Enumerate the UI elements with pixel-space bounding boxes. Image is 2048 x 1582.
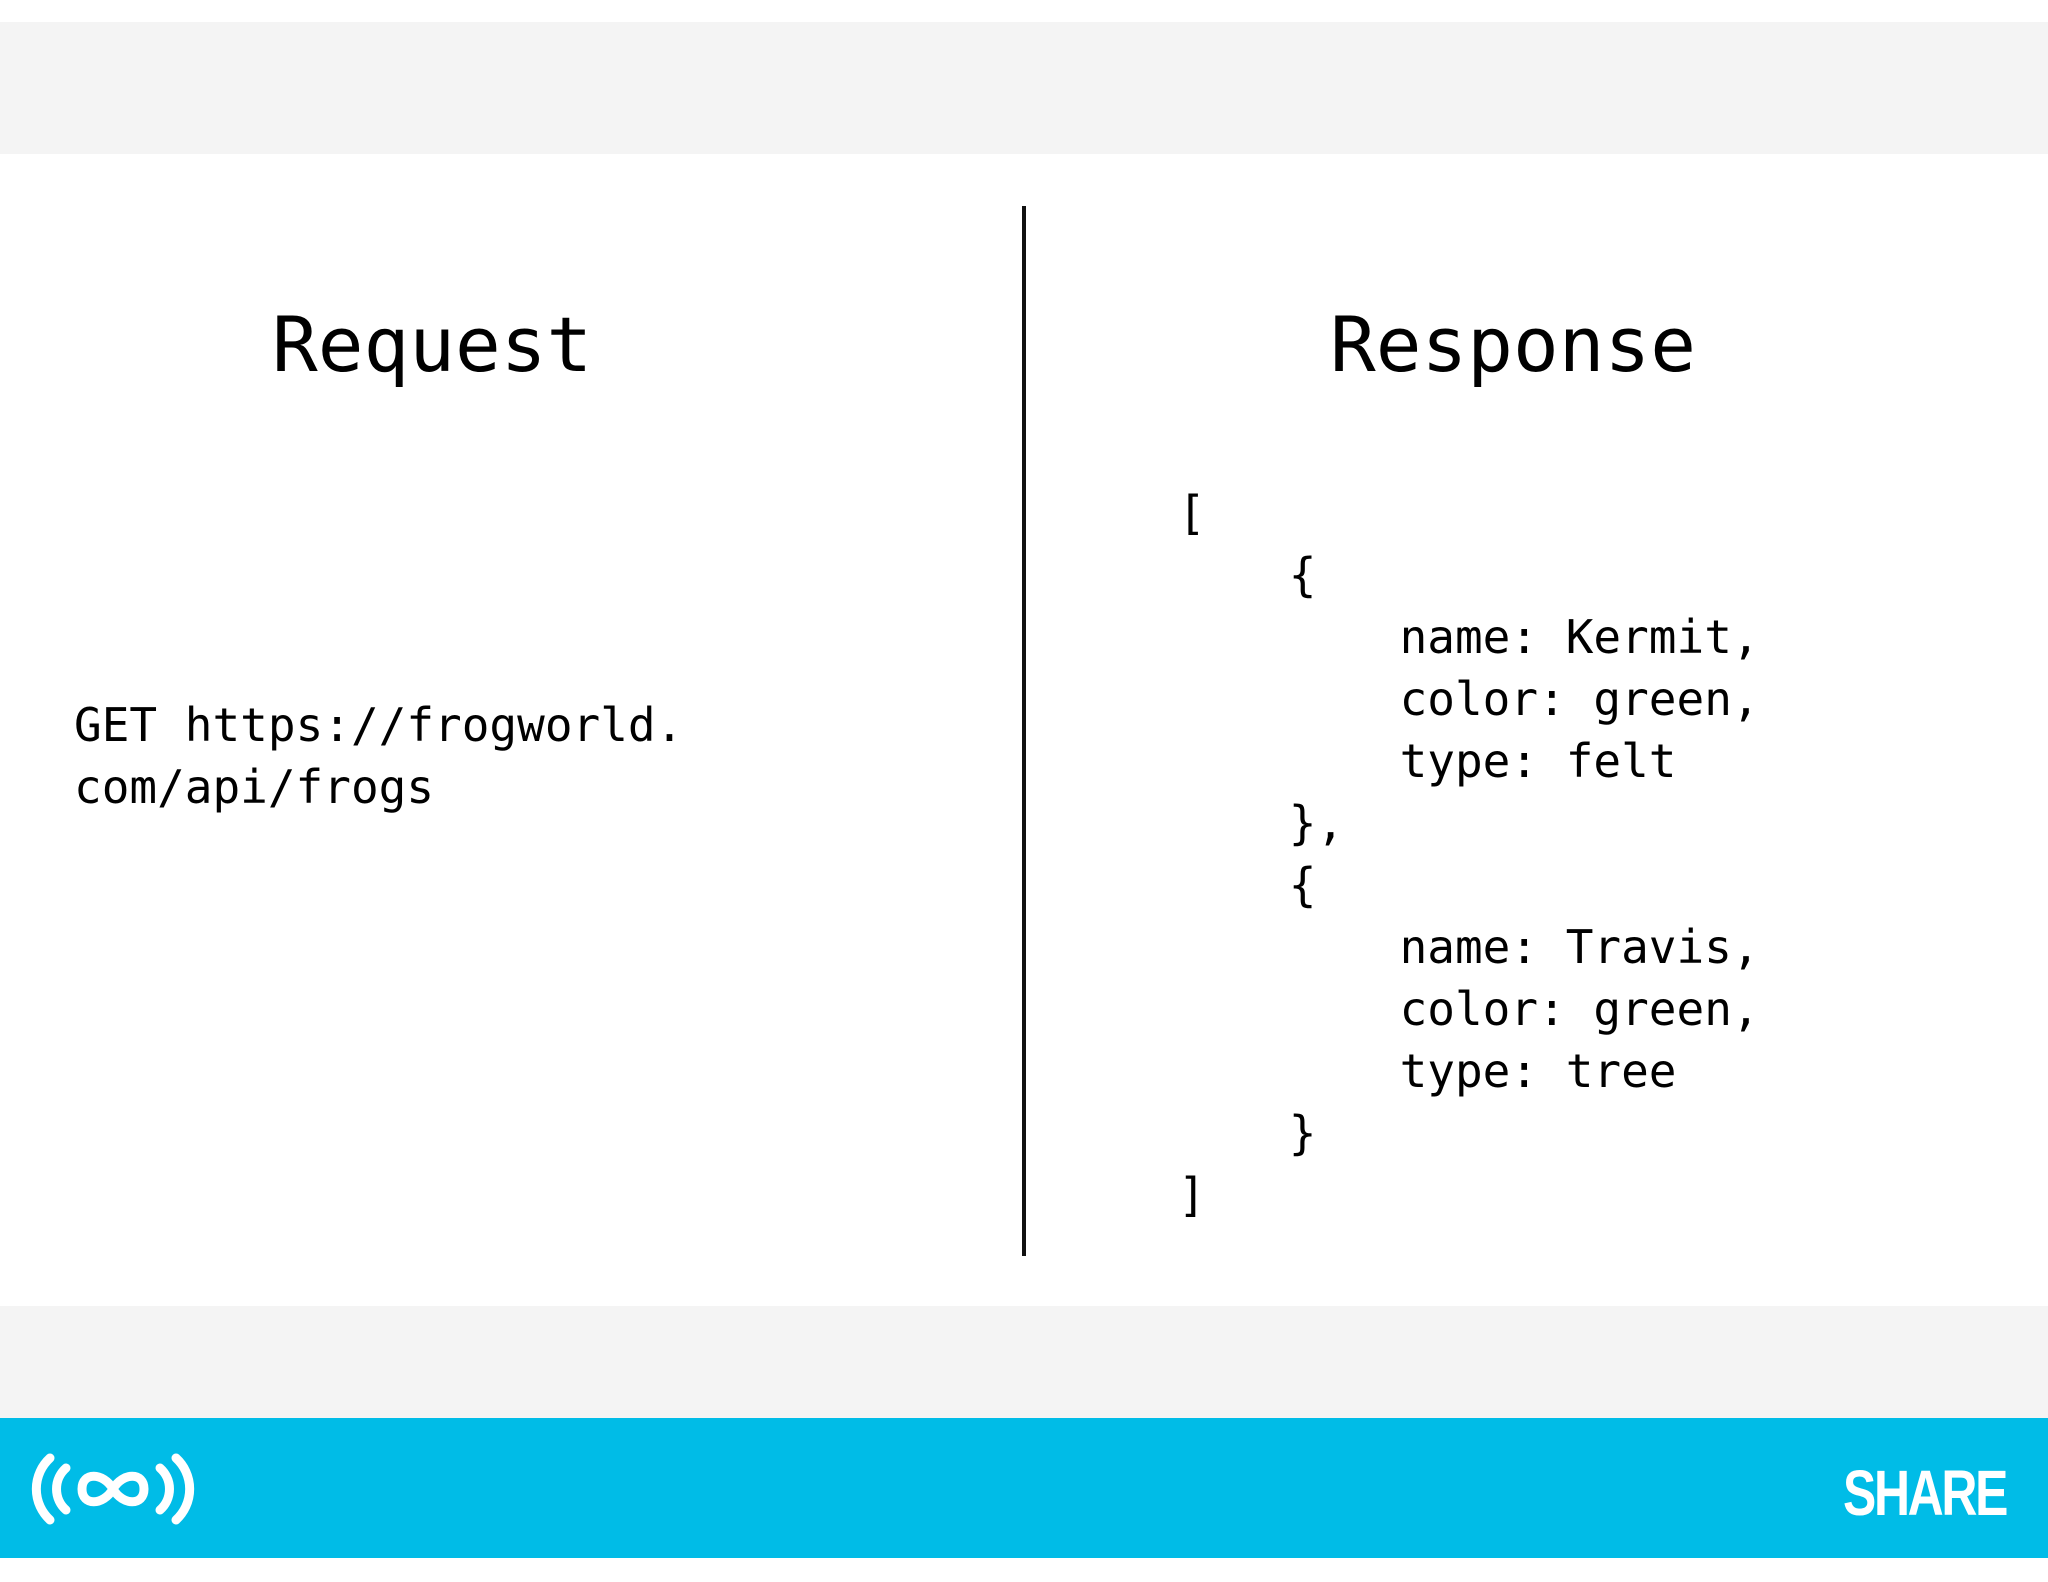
- request-url-part2: com/api/frogs: [74, 760, 435, 814]
- bottom-band: [0, 1306, 2048, 1418]
- share-brand-text: SHARE: [1842, 1457, 2008, 1529]
- request-method: GET: [74, 698, 158, 752]
- response-json: [ { name: Kermit, color: green, type: fe…: [1178, 482, 1760, 1226]
- json-field: type: felt: [1399, 734, 1677, 788]
- request-line: GET https://frogworld. com/api/frogs: [74, 694, 683, 818]
- json-open-bracket: [: [1178, 486, 1206, 540]
- json-field: name: Travis,: [1399, 920, 1760, 974]
- json-open-brace: {: [1288, 548, 1317, 602]
- column-divider: [1022, 206, 1026, 1256]
- response-heading: Response: [1330, 300, 1697, 389]
- top-band: [0, 22, 2048, 154]
- json-field: name: Kermit,: [1399, 610, 1760, 664]
- json-field: color: green,: [1399, 672, 1760, 726]
- json-open-brace: {: [1288, 858, 1317, 912]
- request-url-part1: https://frogworld.: [184, 698, 684, 752]
- json-field: type: tree: [1399, 1044, 1677, 1098]
- footer-bar: SHARE: [0, 1418, 2048, 1558]
- json-field: color: green,: [1399, 982, 1760, 1036]
- request-heading: Request: [272, 300, 593, 389]
- json-close-bracket: ]: [1178, 1168, 1206, 1222]
- infinity-broadcast-icon: [31, 1453, 195, 1525]
- json-close-brace: },: [1288, 796, 1345, 850]
- json-close-brace: }: [1288, 1106, 1317, 1160]
